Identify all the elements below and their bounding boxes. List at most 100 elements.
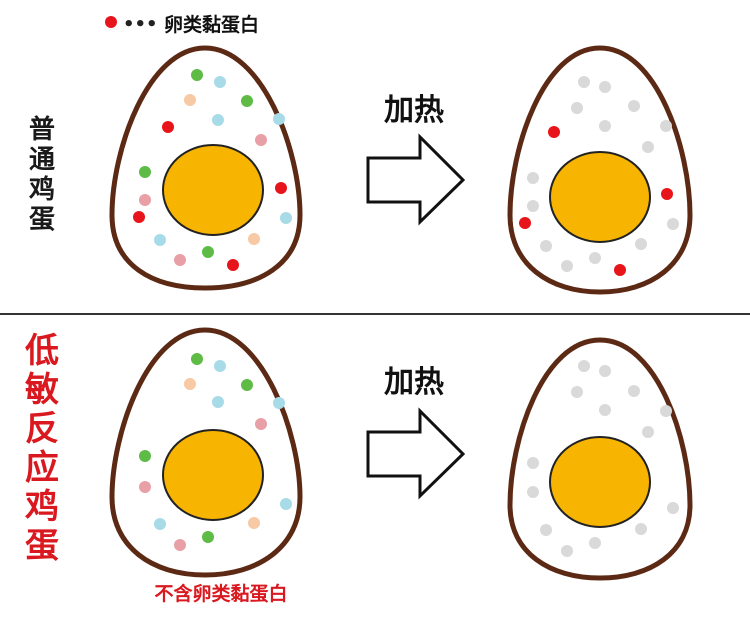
row2-note: 不含卵类黏蛋白 <box>154 582 287 605</box>
marker-dot <box>527 200 539 212</box>
marker-dot <box>255 134 267 146</box>
marker-dot <box>614 264 626 276</box>
marker-dot <box>571 102 583 114</box>
egg-yolk <box>162 429 264 521</box>
marker-dot <box>248 517 260 529</box>
marker-dot <box>202 246 214 258</box>
marker-dot <box>280 498 292 510</box>
marker-dot <box>162 121 174 133</box>
row2-heat-arrow: 加热 <box>366 365 466 500</box>
marker-dot <box>660 405 672 417</box>
marker-dot <box>589 537 601 549</box>
marker-dot <box>561 545 573 557</box>
egg-yolk <box>549 151 651 243</box>
marker-dot <box>660 120 672 132</box>
marker-dot <box>599 81 611 93</box>
marker-dot <box>635 238 647 250</box>
marker-dot <box>255 418 267 430</box>
protein-markers <box>527 360 679 557</box>
marker-dot <box>589 252 601 264</box>
marker-dot <box>661 188 673 200</box>
row1-label-char: 通 <box>29 145 55 175</box>
row2-label: 低 敏 反 应 鸡 蛋 <box>25 331 59 566</box>
row2-label-char: 应 <box>25 448 59 488</box>
heat-label: 加热 <box>384 365 444 400</box>
marker-dot <box>642 426 654 438</box>
marker-dot <box>214 360 226 372</box>
marker-dot <box>273 397 285 409</box>
arrow-icon <box>366 407 466 500</box>
marker-dot <box>628 385 640 397</box>
protein-markers <box>139 353 292 551</box>
row2-label-char: 低 <box>25 331 59 371</box>
row1-label-char: 蛋 <box>29 205 55 235</box>
marker-dot <box>139 194 151 206</box>
marker-dot <box>527 457 539 469</box>
marker-dot <box>174 254 186 266</box>
marker-dot <box>527 486 539 498</box>
marker-dot <box>184 378 196 390</box>
marker-dot <box>191 69 203 81</box>
legend-label: 卵类黏蛋白 <box>164 13 259 36</box>
marker-dot <box>212 114 224 126</box>
marker-dot <box>540 524 552 536</box>
marker-dot <box>280 212 292 224</box>
row1-cooked-egg <box>507 45 693 295</box>
heat-label: 加热 <box>384 93 444 128</box>
marker-dot <box>139 166 151 178</box>
marker-dot <box>561 260 573 272</box>
marker-dot <box>191 353 203 365</box>
legend: ••• 卵类黏蛋白 <box>105 13 259 36</box>
row1-raw-egg <box>109 45 303 291</box>
arrow-icon <box>366 133 466 226</box>
marker-dot <box>635 523 647 535</box>
marker-dot <box>202 531 214 543</box>
row2-label-char: 反 <box>25 409 59 449</box>
marker-dot <box>248 233 260 245</box>
marker-dot <box>275 182 287 194</box>
marker-dot <box>154 234 166 246</box>
marker-dot <box>273 113 285 125</box>
marker-dot <box>133 211 145 223</box>
row2-cooked-egg <box>507 337 693 581</box>
marker-dot <box>667 218 679 230</box>
marker-dot <box>667 502 679 514</box>
row1-label-char: 鸡 <box>28 174 55 205</box>
marker-dot <box>212 396 224 408</box>
marker-dot <box>174 539 186 551</box>
marker-dot <box>599 404 611 416</box>
row2-label-char: 蛋 <box>25 526 59 566</box>
marker-dot <box>578 360 590 372</box>
marker-dot <box>540 240 552 252</box>
marker-dot <box>519 217 531 229</box>
marker-dot <box>227 259 239 271</box>
row1-label-char: 普 <box>29 114 55 145</box>
marker-dot <box>578 76 590 88</box>
marker-dot <box>548 126 560 138</box>
egg-yolk <box>162 144 264 236</box>
marker-dot <box>154 518 166 530</box>
row1-heat-arrow: 加热 <box>366 93 466 226</box>
row2-label-char: 鸡 <box>25 487 59 527</box>
row1-label: 普 通 鸡 蛋 <box>28 114 55 235</box>
marker-dot <box>139 450 151 462</box>
marker-dot <box>214 76 226 88</box>
legend-dots: ••• <box>123 14 158 35</box>
protein-markers <box>133 69 292 271</box>
marker-dot <box>599 120 611 132</box>
marker-dot <box>241 95 253 107</box>
legend-marker <box>105 16 117 28</box>
marker-dot <box>571 386 583 398</box>
marker-dot <box>139 481 151 493</box>
protein-markers <box>519 76 679 276</box>
row2-raw-egg <box>109 327 303 578</box>
marker-dot <box>184 94 196 106</box>
marker-dot <box>599 365 611 377</box>
marker-dot <box>642 141 654 153</box>
marker-dot <box>527 172 539 184</box>
egg-yolk <box>549 436 651 528</box>
marker-dot <box>241 379 253 391</box>
row2-label-char: 敏 <box>25 370 59 410</box>
marker-dot <box>628 100 640 112</box>
